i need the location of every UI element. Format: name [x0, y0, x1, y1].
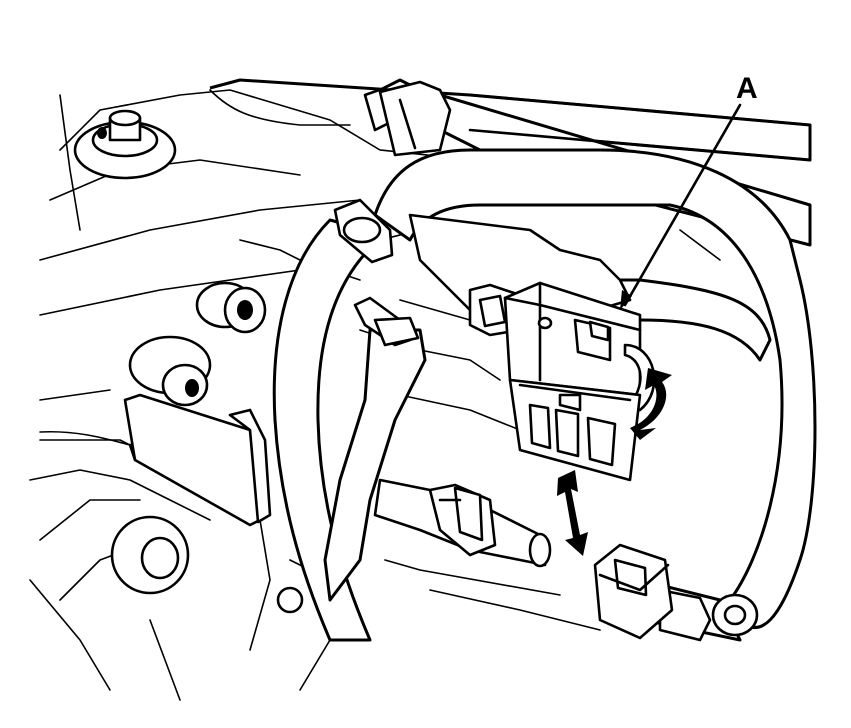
electrical-connector [373, 478, 552, 568]
bolt-middle-left [128, 281, 267, 407]
mounting-bracket [39, 393, 272, 527]
double-arrow-icon [557, 470, 588, 556]
sensor-assembly-a [408, 213, 656, 482]
bolt-lower-left [110, 515, 304, 614]
vertical-hose [272, 198, 394, 642]
small-hose [323, 296, 427, 602]
rotate-arrow-icon [630, 368, 672, 440]
callout-label-a: A [736, 72, 758, 105]
sensor-plug-lower [593, 543, 674, 640]
engine-block-background [29, 89, 751, 701]
callout-a: A [620, 72, 758, 310]
bolt-top-left [73, 109, 177, 180]
